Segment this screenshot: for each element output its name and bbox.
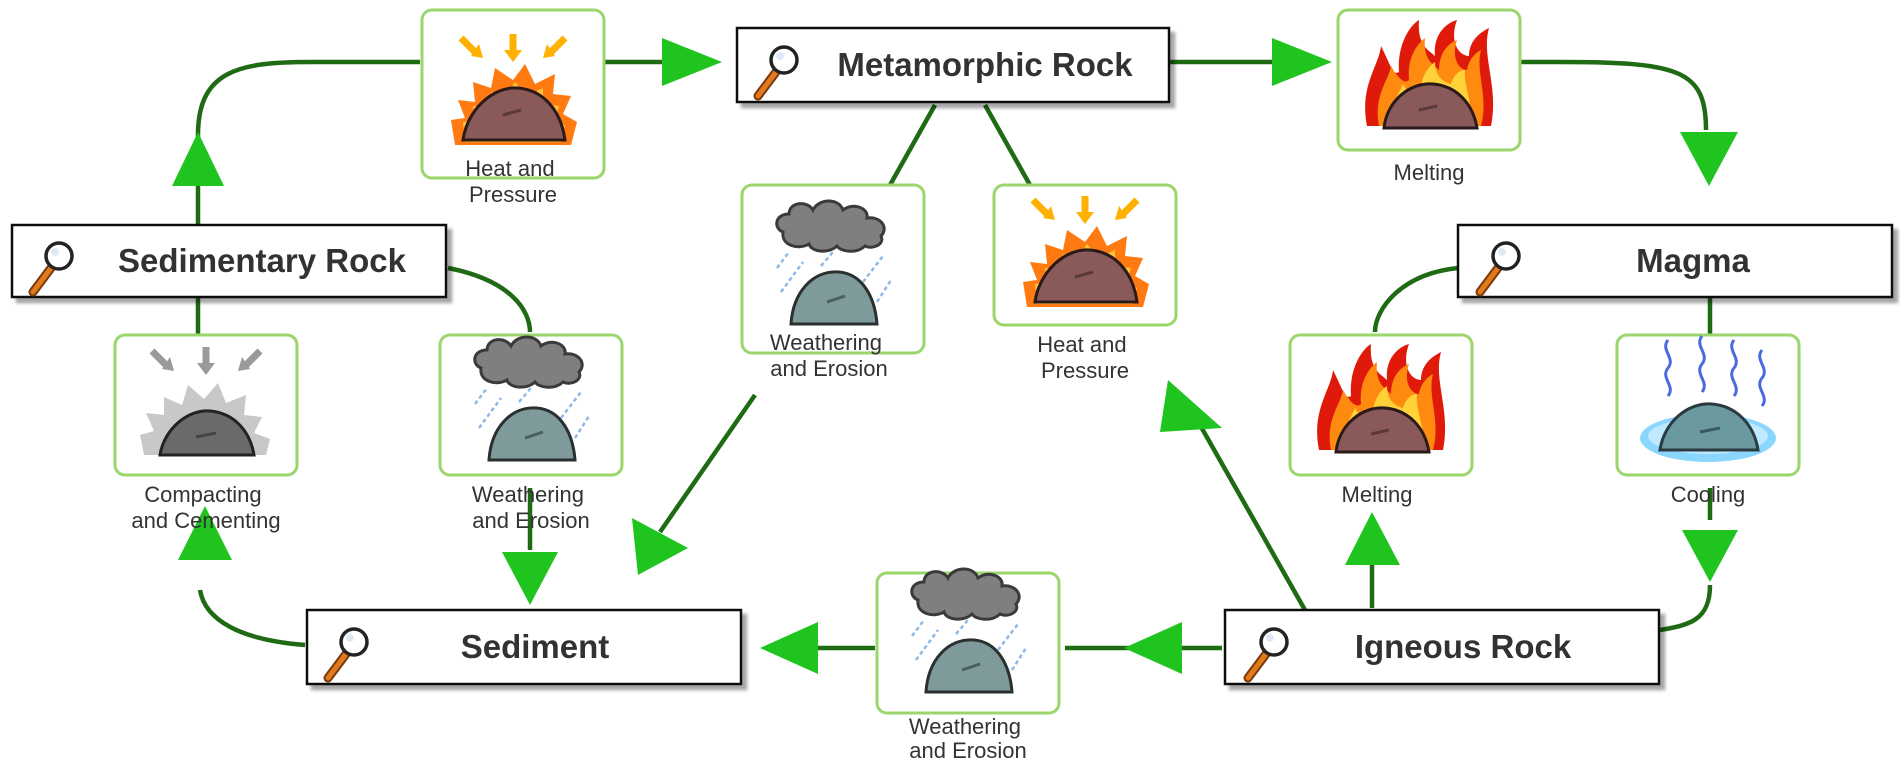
svg-text:Weathering and Erosion: Weathering and Erosion (472, 482, 590, 533)
caption-line: Weathering (909, 714, 1021, 739)
caption-line: and Erosion (472, 508, 589, 533)
arrow-to-metamorphic-from-sedimentary (172, 132, 224, 186)
process-heat-pressure-top[interactable]: Heat and Pressure (420, 8, 606, 207)
svg-text:Compacting and Cementing: Compacting and Cementing (131, 482, 280, 533)
caption-line: Melting (1394, 160, 1465, 185)
arrow-to-magma (1680, 132, 1738, 186)
process-melting-top[interactable]: Melting (1336, 8, 1522, 185)
caption-line: Weathering (472, 482, 584, 507)
arrow-to-sediment-center (632, 518, 688, 575)
caption-line: Pressure (1041, 358, 1129, 383)
line-igneous-to-heat (1198, 423, 1307, 612)
process-cooling[interactable]: Cooling (1615, 333, 1801, 507)
rock-label: Magma (1636, 242, 1750, 279)
svg-text:Heat and Pressure: Heat and Pressure (465, 156, 560, 207)
process-compacting[interactable]: Compacting and Cementing (113, 333, 299, 533)
arrow-to-igneous (1682, 530, 1738, 582)
arrow-to-heat-center (1160, 380, 1222, 432)
process-weathering-left[interactable]: Weathering and Erosion (438, 333, 624, 533)
caption-line: and Erosion (909, 738, 1026, 763)
arrow-to-melting-top (1272, 38, 1332, 86)
arrow-to-weathering-bottom (1124, 622, 1182, 674)
caption-line: Heat and (465, 156, 554, 181)
caption-line: Heat and (1037, 332, 1126, 357)
caption-line: Compacting (144, 482, 261, 507)
process-weathering-bottom[interactable]: Weathering and Erosion (875, 567, 1061, 763)
caption-line: Pressure (469, 182, 557, 207)
line-sedimentary-up (195, 59, 420, 225)
arrow-to-metamorphic (662, 38, 722, 86)
caption-line: Weathering (770, 330, 882, 355)
caption-line: Melting (1342, 482, 1413, 507)
rock-box-sediment[interactable]: Sediment (305, 608, 743, 686)
arrow-to-melting-right (1345, 512, 1400, 565)
arrowheads (172, 38, 1738, 674)
arrow-to-compacting (178, 506, 232, 560)
line-sediment-to-compacting (197, 589, 306, 648)
process-weathering-center[interactable]: Weathering and Erosion (740, 183, 926, 381)
process-heat-pressure-center[interactable]: Heat and Pressure (992, 183, 1178, 383)
rock-label: Metamorphic Rock (837, 46, 1133, 83)
line-metamorphic-to-heat (983, 103, 1032, 187)
rock-box-magma[interactable]: Magma (1456, 223, 1894, 299)
arrow-to-sediment-left (502, 552, 558, 605)
svg-text:Cooling: Cooling (1671, 482, 1746, 507)
rock-box-igneous[interactable]: Igneous Rock (1223, 608, 1661, 686)
svg-text:Melting: Melting (1394, 160, 1465, 185)
process-melting-right[interactable]: Melting (1288, 333, 1474, 507)
caption-line: and Cementing (131, 508, 280, 533)
rock-label: Sedimentary Rock (118, 242, 407, 279)
svg-text:Weathering and Erosion: Weathering and Erosion (909, 714, 1027, 763)
svg-text:Heat and Pressure: Heat and Pressure (1037, 332, 1132, 383)
rock-label: Igneous Rock (1355, 628, 1572, 665)
line-cooling-curve (1659, 584, 1713, 633)
rock-label: Sediment (461, 628, 610, 665)
rock-box-metamorphic[interactable]: Metamorphic Rock (735, 26, 1171, 104)
caption-line: Cooling (1671, 482, 1746, 507)
line-sedimentary-to-weathering (447, 265, 533, 333)
arrow-to-sediment-bottom (760, 622, 818, 674)
svg-text:Melting: Melting (1342, 482, 1413, 507)
svg-text:Weathering and Erosion: Weathering and Erosion (770, 330, 888, 381)
rock-box-sedimentary[interactable]: Sedimentary Rock (10, 223, 448, 299)
line-weathering-to-sediment (658, 393, 757, 534)
line-melting-to-magma (1492, 59, 1709, 131)
caption-line: and Erosion (770, 356, 887, 381)
line-magma-to-melting (1372, 265, 1459, 333)
line-metamorphic-to-weathering (888, 103, 937, 187)
